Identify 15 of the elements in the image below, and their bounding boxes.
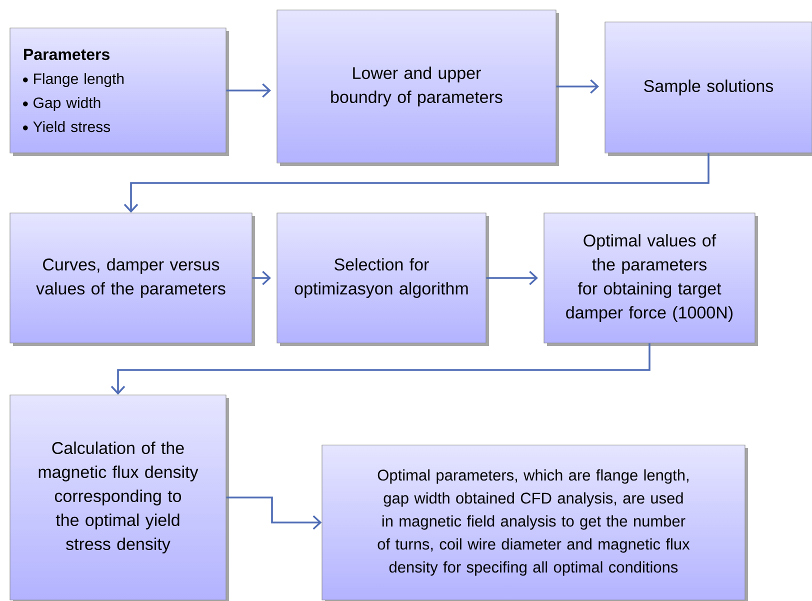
process-box: Calculation of the magnetic flux density corresponding to the optimal yield stress density [10, 394, 229, 601]
process-box: Optimal values of the parameters for obtaining target damper force (1000N) [544, 212, 758, 346]
arrow [110, 343, 650, 395]
arrow [486, 270, 538, 286]
arrow [226, 83, 271, 98]
arrow [556, 79, 599, 94]
arrow [124, 153, 710, 213]
process-box: Curves, damper versus values of the parameters [10, 212, 255, 346]
arrow [226, 496, 322, 530]
process-box: Optimal parameters, which are flange length, gap width obtained CFD analysis, are used in magnetic field analysis to get the number of turns, coil wire diameter and magnetic flux density for specifing all optimal conditions [322, 444, 748, 601]
process-box: Parameters Flange length Gap width Yield stress [10, 28, 229, 156]
process-box: Lower and upper boundry of parameters [276, 10, 559, 166]
process-box: Selection for optimizasyon algorithm [276, 212, 489, 346]
process-box: Sample solutions [604, 22, 812, 156]
arrow [252, 270, 271, 286]
